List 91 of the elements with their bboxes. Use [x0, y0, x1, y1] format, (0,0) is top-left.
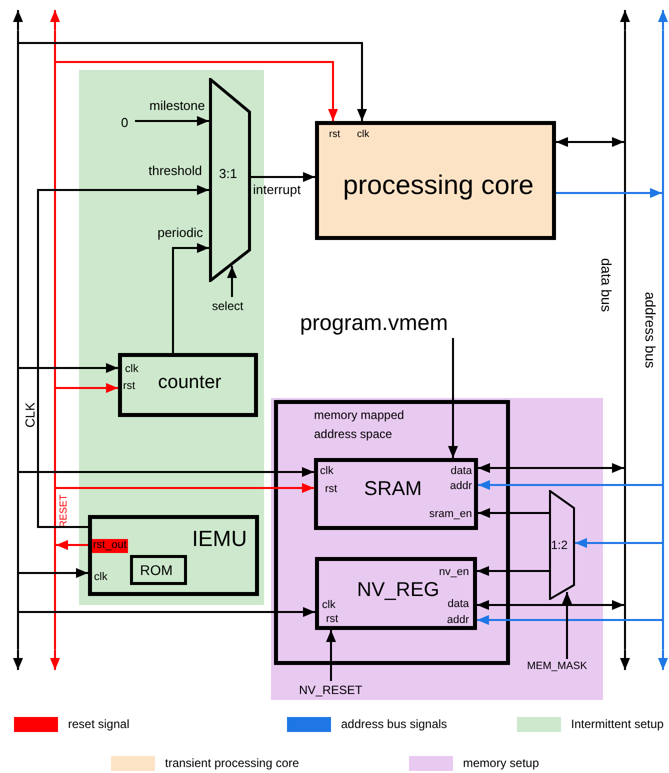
port-label: addr: [450, 479, 472, 494]
bus-line: [662, 30, 664, 650]
arrow: [575, 538, 662, 548]
bus-line: [17, 30, 19, 650]
module-box: [118, 353, 258, 417]
arrow: [13, 10, 23, 30]
arrow: [478, 508, 549, 518]
legend-label: Intermittent setup: [571, 716, 664, 733]
arrow: [50, 650, 60, 670]
arrow: [135, 116, 209, 126]
ratio-label: 3:1: [219, 165, 238, 183]
arrow: [620, 650, 630, 670]
port-label: sram_en: [429, 507, 472, 522]
edge-label: interrupt: [253, 181, 301, 199]
region-background: [271, 398, 603, 700]
legend-label: reset signal: [68, 716, 130, 733]
arrow: [19, 607, 315, 617]
arrow: [478, 463, 624, 473]
port-label: clk: [320, 464, 334, 479]
arrow: [251, 172, 315, 182]
arrow: [19, 42, 367, 121]
legend-label: address bus signals: [341, 716, 448, 733]
arrow: [478, 480, 662, 490]
arrow: [658, 10, 668, 30]
signal-label: NV_RESET: [299, 681, 362, 699]
port-label: addr: [446, 613, 469, 628]
port-label: rst_out: [92, 539, 128, 553]
arrow: [477, 615, 662, 625]
arrow: [562, 592, 572, 659]
port-label: rst: [123, 379, 136, 394]
edge-label: threshold: [148, 162, 202, 180]
bus-label: data bus: [598, 258, 616, 312]
signal-label: select: [212, 297, 244, 315]
arrow: [13, 650, 23, 670]
arrow: [477, 600, 624, 610]
port-label: clk: [125, 362, 138, 377]
bus-label: RESET: [58, 494, 70, 528]
arrow: [56, 483, 314, 493]
input-label: 0: [121, 113, 128, 132]
arrow: [658, 650, 668, 670]
multiplexer-trapezoid: [209, 78, 251, 282]
arrow: [37, 185, 209, 528]
port-label: clk: [322, 598, 336, 613]
arrow: [326, 630, 336, 681]
file-label: program.vmem: [300, 306, 448, 339]
port-label: rst: [329, 128, 340, 142]
box-title: NV_REG: [357, 578, 440, 603]
arrow: [227, 266, 237, 297]
bus-line: [624, 30, 626, 650]
port-label: clk: [94, 570, 108, 585]
arrow: [50, 10, 60, 30]
edge-label: periodic: [157, 224, 203, 242]
arrow: [56, 383, 118, 393]
module-box: [130, 555, 187, 585]
port-label: clk: [357, 128, 370, 142]
arrow: [56, 540, 88, 550]
arrow: [19, 363, 118, 373]
arrow: [556, 188, 662, 198]
box-title: memory mapped address space: [314, 407, 406, 443]
process-box: [315, 121, 556, 240]
port-label: rst: [326, 612, 338, 627]
legend-label: transient processing core: [165, 755, 300, 772]
box-title: ROM: [140, 561, 173, 580]
box-title: counter: [158, 371, 222, 395]
bus-label: address bus: [642, 292, 660, 368]
signal-label: MEM_MASK: [527, 659, 588, 675]
box-title: SRAM: [364, 477, 422, 502]
ratio-label: 1:2: [551, 537, 568, 554]
port-label: nv_en: [439, 565, 469, 580]
arrow: [19, 568, 88, 578]
arrow: [448, 338, 458, 458]
box-title: processing core: [343, 169, 534, 202]
register-box: [315, 557, 477, 630]
arrow: [620, 10, 630, 30]
box-title: IEMU: [192, 525, 247, 553]
memory-box: [314, 458, 478, 530]
bus-label: CLK: [21, 402, 38, 428]
arrow: [477, 566, 549, 576]
edge-label: milestone: [149, 97, 205, 115]
bus-line: [54, 30, 56, 650]
module-box: [88, 515, 259, 596]
port-label: data: [448, 597, 469, 612]
arrow: [56, 61, 338, 121]
arrow: [556, 137, 624, 147]
port-label: rst: [325, 482, 338, 497]
group-box: [274, 400, 510, 665]
arrow: [172, 243, 209, 353]
legend-label: memory setup: [463, 755, 540, 772]
demultiplexer-trapezoid: [549, 490, 575, 600]
port-label: data: [450, 464, 472, 479]
arrow: [19, 467, 314, 477]
